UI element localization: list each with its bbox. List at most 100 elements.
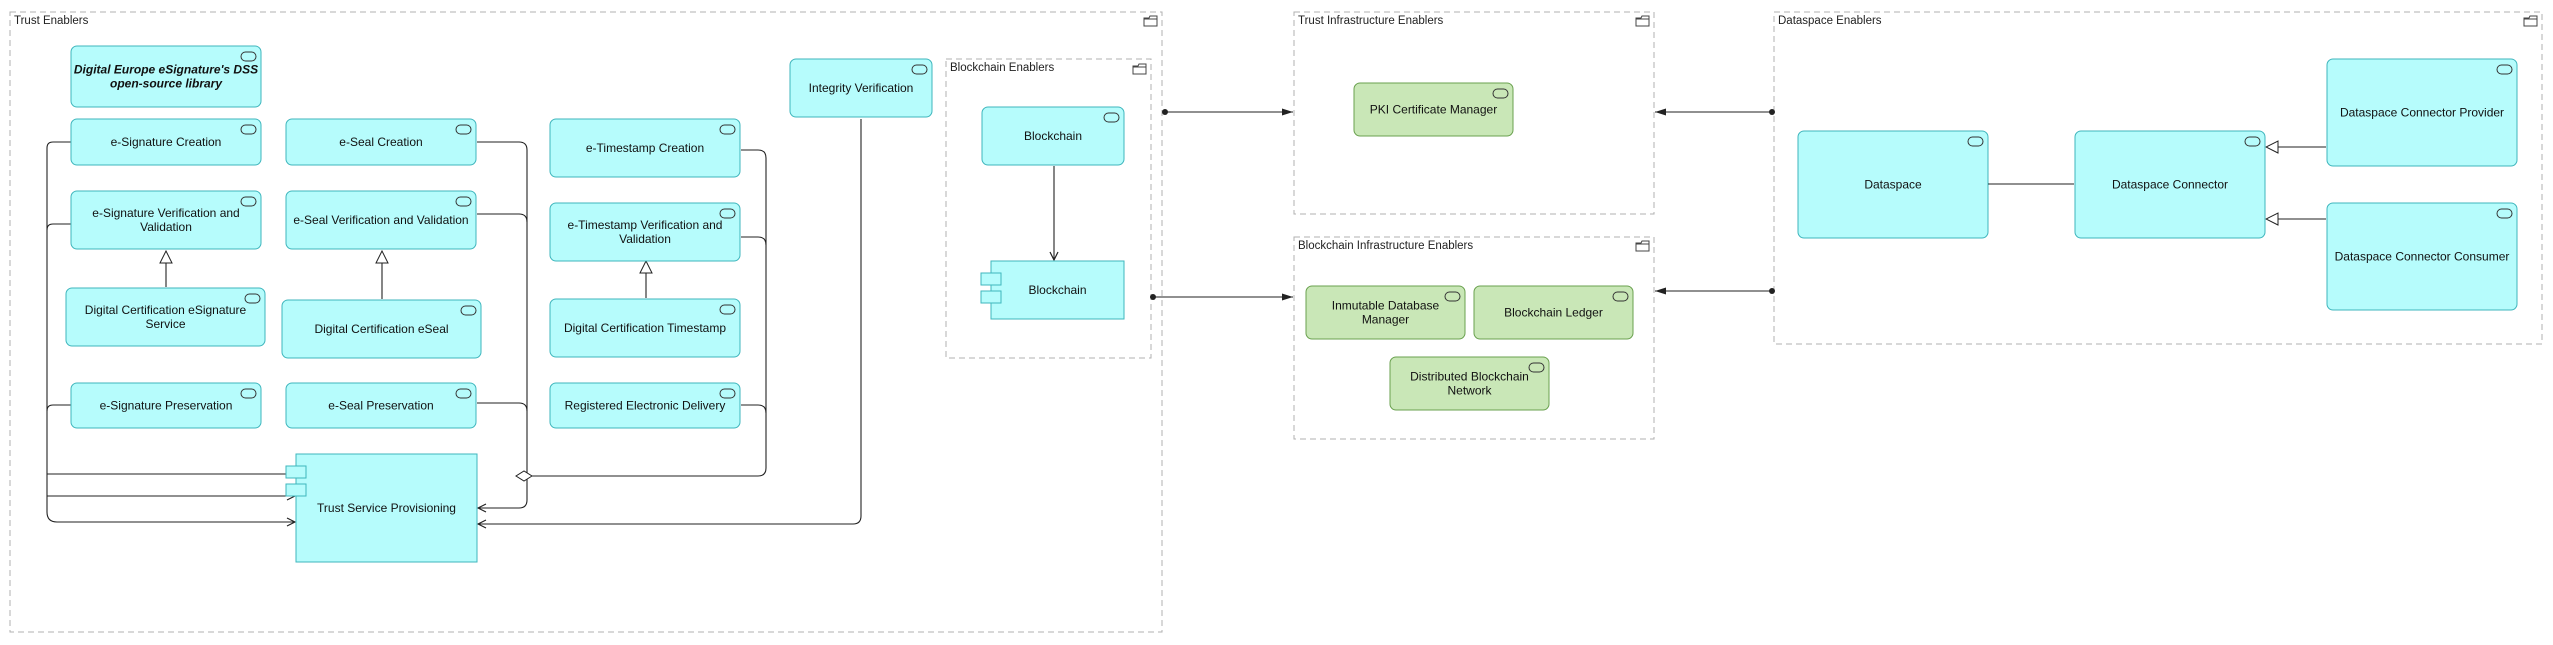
esignature-preservation[interactable]: e-Signature Preservation [70, 382, 262, 429]
flow-etimestamp-bus [515, 149, 767, 482]
esignature-verification-label: Validation [140, 220, 192, 234]
note-dss-library-label: open-source library [110, 77, 223, 91]
service-icon [719, 208, 736, 219]
folder-icon [1635, 15, 1650, 27]
folder-icon [2523, 15, 2538, 27]
blockchain-ledger[interactable]: Blockchain Ledger [1473, 285, 1634, 340]
digital-certification-esignature-label: Digital Certification eSignature [85, 303, 247, 317]
group-title: Blockchain Infrastructure Enablers [1298, 240, 1473, 252]
folder-icon [1143, 15, 1158, 27]
flow-eseal-verification [477, 213, 528, 223]
integrity-verification[interactable]: Integrity Verification [789, 58, 933, 118]
esignature-creation-label: e-Signature Creation [111, 135, 222, 149]
digital-certification-esignature-label: Service [145, 317, 185, 331]
trust-service-provisioning-label: Trust Service Provisioning [317, 501, 456, 515]
component-icon [285, 465, 307, 497]
distributed-blockchain-network-label: Network [1447, 384, 1492, 398]
dataspace-label: Dataspace [1864, 178, 1922, 192]
esignature-preservation-label: e-Signature Preservation [100, 399, 233, 413]
note-dss-library[interactable]: Digital Europe eSignature's DSSopen-sour… [70, 45, 262, 108]
blockchain-component-label: Blockchain [1028, 283, 1086, 297]
service-icon [1444, 291, 1461, 302]
service-icon [240, 124, 257, 135]
flow-esig-preservation [46, 404, 71, 412]
flow-integrity-verification [478, 119, 862, 524]
service-icon [244, 293, 261, 304]
digital-certification-eseal[interactable]: Digital Certification eSeal [281, 299, 482, 359]
trust-service-provisioning[interactable]: Trust Service Provisioning [285, 453, 478, 563]
eseal-creation[interactable]: e-Seal Creation [285, 118, 477, 166]
service-icon [2496, 208, 2513, 219]
service-icon [2496, 64, 2513, 75]
service-icon [719, 388, 736, 399]
service-icon [1528, 362, 1545, 373]
service-icon [460, 305, 477, 316]
note-dss-library-label: Digital Europe eSignature's DSS [74, 63, 258, 77]
integrity-verification-label: Integrity Verification [809, 81, 914, 95]
connectors [46, 108, 2326, 524]
registered-electronic-delivery-label: Registered Electronic Delivery [565, 399, 726, 413]
service-icon [1492, 88, 1509, 99]
immutable-database-manager-label: Manager [1362, 313, 1409, 327]
blockchain-service[interactable]: Blockchain [981, 106, 1125, 166]
blockchain-component[interactable]: Blockchain [980, 260, 1125, 320]
service-icon [455, 196, 472, 207]
etimestamp-creation[interactable]: e-Timestamp Creation [549, 118, 741, 178]
group-title: Trust Enablers [14, 15, 89, 27]
dataspace-connector-label: Dataspace Connector [2112, 178, 2228, 192]
flow-red [741, 404, 767, 414]
digital-certification-timestamp-label: Digital Certification Timestamp [564, 321, 726, 335]
flow-eseal-preservation [477, 402, 528, 412]
dataspace[interactable]: Dataspace [1797, 130, 1989, 239]
eseal-preservation-label: e-Seal Preservation [328, 399, 433, 413]
digital-certification-eseal-label: Digital Certification eSeal [314, 322, 448, 336]
group-title: Trust Infrastructure Enablers [1298, 15, 1444, 27]
esignature-creation[interactable]: e-Signature Creation [70, 118, 262, 166]
blockchain-service-label: Blockchain [1024, 129, 1082, 143]
immutable-database-manager-label: Inmutable Database [1332, 299, 1440, 313]
distributed-blockchain-network-label: Distributed Blockchain [1410, 370, 1529, 384]
group-title: Dataspace Enablers [1778, 15, 1882, 27]
service-icon [1612, 291, 1629, 302]
folder-icon [1635, 240, 1650, 252]
eseal-preservation[interactable]: e-Seal Preservation [285, 382, 477, 429]
dataspace-connector-consumer-label: Dataspace Connector Consumer [2335, 250, 2510, 264]
eseal-creation-label: e-Seal Creation [339, 135, 422, 149]
etimestamp-verification-label: Validation [619, 232, 671, 246]
digital-certification-timestamp[interactable]: Digital Certification Timestamp [549, 298, 741, 358]
service-icon [719, 124, 736, 135]
dataspace-connector-provider-label: Dataspace Connector Provider [2340, 106, 2504, 120]
folder-icon [1132, 63, 1147, 75]
service-icon [240, 388, 257, 399]
service-icon [240, 51, 257, 62]
service-icon [1967, 136, 1984, 147]
service-icon [1103, 112, 1120, 123]
dataspace-connector-consumer[interactable]: Dataspace Connector Consumer [2326, 202, 2518, 311]
etimestamp-creation-label: e-Timestamp Creation [586, 141, 704, 155]
dataspace-connector-provider[interactable]: Dataspace Connector Provider [2326, 58, 2518, 167]
flow-eseal-bus [477, 141, 528, 508]
eseal-verification-label: e-Seal Verification and Validation [293, 213, 468, 227]
esignature-verification-label: e-Signature Verification and [92, 206, 239, 220]
blockchain-ledger-label: Blockchain Ledger [1504, 306, 1603, 320]
eseal-verification[interactable]: e-Seal Verification and Validation [285, 190, 477, 250]
service-icon [719, 304, 736, 315]
service-icon [455, 124, 472, 135]
service-icon [2244, 136, 2261, 147]
pki-certificate-manager-label: PKI Certificate Manager [1370, 103, 1497, 117]
dataspace-connector[interactable]: Dataspace Connector [2074, 130, 2266, 239]
flow-esig-verification [46, 223, 71, 231]
pki-certificate-manager[interactable]: PKI Certificate Manager [1353, 82, 1514, 137]
registered-electronic-delivery[interactable]: Registered Electronic Delivery [549, 382, 741, 429]
service-icon [911, 64, 928, 75]
component-icon [980, 272, 1002, 304]
service-icon [240, 196, 257, 207]
flow-ets-verification [741, 236, 767, 246]
etimestamp-verification-label: e-Timestamp Verification and [568, 218, 723, 232]
